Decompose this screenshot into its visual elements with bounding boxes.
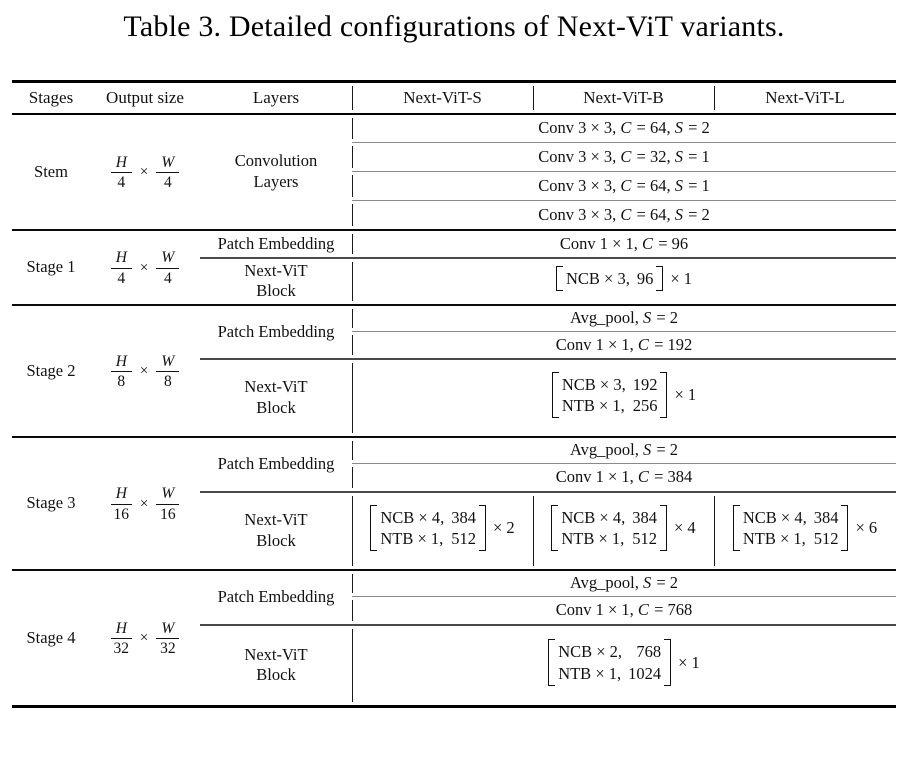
stage2-block-row: Next-ViT Block NCB × 3,192 NTB × 1,256 ×… (12, 357, 896, 437)
stage2-stage-label: Stage 2 (12, 303, 90, 437)
stage3-block-label: Next-ViT Block (200, 490, 352, 570)
times-symbol: × (139, 495, 149, 512)
times-symbol: × (139, 363, 149, 379)
table-title: Table 3. Detailed configurations of Next… (123, 10, 785, 43)
stage4-block-label: Next-ViT Block (200, 623, 352, 707)
stage3-patch-conv: Conv 1 × 1, C = 384 (352, 463, 896, 492)
stem-conv-2: Conv 3 × 3, C = 32, S = 1 (352, 142, 896, 172)
header-variant-b: Next-ViT-B (533, 81, 714, 115)
stem-row-2: Conv 3 × 3, C = 32, S = 1 (12, 142, 896, 172)
stage1-block-row: Next-ViT Block NCB × 3,96 × 1 (12, 256, 896, 305)
left-bracket (551, 371, 559, 419)
stem-layers-label: Convolution Layers (234, 151, 318, 191)
stage4-block-row: Next-ViT Block NCB × 2,768 NTB × 1,1024 … (12, 623, 896, 707)
stage2-patch-avgpool: Avg_pool, S = 2 (352, 303, 896, 332)
left-bracket (555, 265, 563, 292)
right-bracket (478, 504, 486, 552)
header-output-size: Output size (90, 81, 200, 115)
stage1-patch-conv: Conv 1 × 1, C = 96 (352, 228, 896, 258)
stage1-stage-label: Stage 1 (12, 228, 90, 305)
config-table: Stages Output size Layers Next-ViT-S Nex… (12, 80, 896, 708)
stage1-block-matrix: NCB × 3,96 × 1 (555, 265, 692, 292)
left-bracket (370, 504, 378, 552)
stage4-patch-row-2: Conv 1 × 1, C = 768 (12, 596, 896, 625)
stage3-block-matrix-l: NCB × 4,384 NTB × 1,512 × 6 (732, 504, 877, 552)
stage3-block-matrix-b: NCB × 4,384 NTB × 1,512 × 4 (551, 504, 696, 552)
stem-stage-label: Stem (34, 161, 68, 181)
right-bracket (664, 639, 672, 687)
stage1-patch-label: Patch Embedding (200, 228, 352, 258)
stage2-patch-conv: Conv 1 × 1, C = 192 (352, 331, 896, 359)
stage4-patch-label: Patch Embedding (200, 568, 352, 625)
stage3-patch-row-2: Conv 1 × 1, C = 384 (12, 463, 896, 492)
stage2-patch-row-2: Conv 1 × 1, C = 192 (12, 331, 896, 359)
left-bracket (732, 504, 740, 552)
left-bracket (551, 504, 559, 552)
times-symbol: × (139, 630, 149, 647)
stage4-patch-conv: Conv 1 × 1, C = 768 (352, 596, 896, 625)
stem-row-3: Conv 3 × 3, C = 64, S = 1 (12, 171, 896, 201)
header-variant-l: Next-ViT-L (714, 81, 896, 115)
stage3-block-config-l: NCB × 4,384 NTB × 1,512 × 6 (714, 490, 896, 570)
stem-conv-4: Conv 3 × 3, C = 64, S = 2 (352, 200, 896, 230)
header-variant-s: Next-ViT-S (352, 81, 533, 115)
stage3-block-row: Next-ViT Block NCB × 4,384 NTB × 1,512 ×… (12, 490, 896, 570)
header-row: Stages Output size Layers Next-ViT-S Nex… (12, 81, 896, 115)
right-bracket (656, 265, 664, 292)
stage1-block-config: NCB × 3,96 × 1 (352, 256, 896, 305)
stage3-stage-label: Stage 3 (12, 435, 90, 570)
stage3-block-matrix-s: NCB × 4,384 NTB × 1,512 × 2 (370, 504, 515, 552)
times-symbol: × (139, 259, 149, 276)
right-bracket (841, 504, 849, 552)
times-symbol: × (139, 164, 149, 180)
stage2-block-matrix: NCB × 3,192 NTB × 1,256 × 1 (551, 371, 696, 419)
stage3-block-config-b: NCB × 4,384 NTB × 1,512 × 4 (533, 490, 714, 570)
stage3-block-config-s: NCB × 4,384 NTB × 1,512 × 2 (352, 490, 533, 570)
stage2-block-config: NCB × 3,192 NTB × 1,256 × 1 (352, 357, 896, 437)
stem-row-4: Conv 3 × 3, C = 64, S = 2 (12, 200, 896, 230)
right-bracket (659, 504, 667, 552)
stage2-block-label: Next-ViT Block (200, 357, 352, 437)
stage4-block-matrix: NCB × 2,768 NTB × 1,1024 × 1 (548, 639, 700, 687)
stem-conv-1: Conv 3 × 3, C = 64, S = 2 (352, 114, 896, 143)
stage4-stage-label: Stage 4 (12, 568, 90, 707)
right-bracket (660, 371, 668, 419)
stage1-block-label: Next-ViT Block (200, 256, 352, 305)
stage3-patch-label: Patch Embedding (200, 435, 352, 492)
stage3-patch-avgpool: Avg_pool, S = 2 (352, 435, 896, 464)
stem-conv-3: Conv 3 × 3, C = 64, S = 1 (352, 171, 896, 201)
header-layers: Layers (200, 81, 352, 115)
left-bracket (548, 639, 556, 687)
stage4-block-config: NCB × 2,768 NTB × 1,1024 × 1 (352, 623, 896, 707)
stage2-patch-label: Patch Embedding (200, 303, 352, 359)
stage4-patch-avgpool: Avg_pool, S = 2 (352, 568, 896, 597)
header-stages: Stages (12, 81, 90, 115)
